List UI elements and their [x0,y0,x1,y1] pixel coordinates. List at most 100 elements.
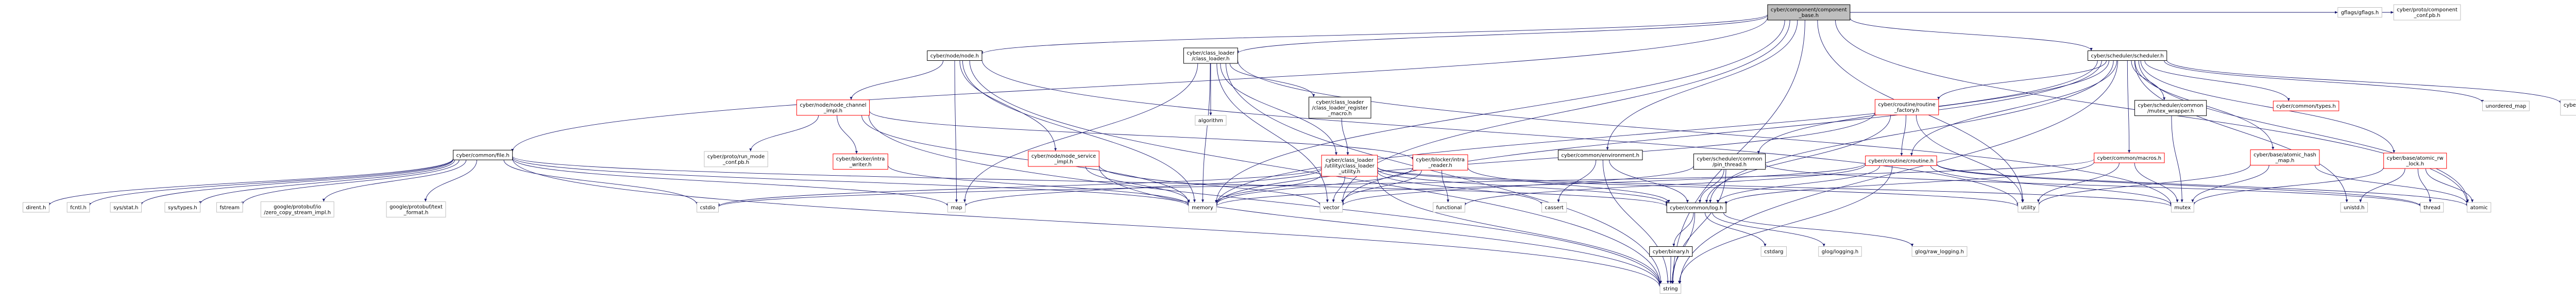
node-label-line: _reader.h [1428,163,1452,169]
edge-scheduler-to-unorderedmap [2164,60,2484,103]
node-label-line: gflags/gflags.h [2341,10,2379,16]
graph-node-fcntl: fcntl.h [66,202,90,213]
graph-node-routinefactory[interactable]: cyber/croutine/routine_factory.h [1874,99,1939,115]
edge-classloader-to-memory [1201,63,1211,203]
node-box [110,202,142,213]
edge-log-to-glograw [1723,212,1914,247]
node-box [2560,99,2576,116]
edge-node-to-utility [981,59,2020,206]
edge-nodeservice-to-vector [1098,165,1321,206]
edge-scheduler-to-memory [1215,60,2098,205]
edge-root-to-memory [1215,20,1785,203]
graph-node-atomicrw[interactable]: cyber/base/atomic_rw_lock.h [2383,153,2447,169]
graph-node-nodeservice[interactable]: cyber/node/node_service_impl.h [1028,150,1099,167]
graph-node-thread: thread [2420,202,2444,213]
node-box [1818,246,1862,257]
edge-atomicrw-to-atomic [2425,168,2474,203]
graph-node-fstream: fstream [216,202,243,213]
edge-file-to-map [512,158,949,207]
edge-file-to-fstream [241,160,460,205]
edge-scheduler-to-vector [1341,60,2102,206]
node-label-line: /utility/class_loader [1325,163,1375,169]
node-label-line: cyber/common/macros.h [2097,156,2161,161]
edge-file-to-systypes [199,160,455,205]
edge-nodechannel-to-intrawriter [837,115,858,154]
graph-node-zerocopy: google/protobuf/io/zero_copy_stream_impl… [260,201,334,217]
graph-node-environment[interactable]: cyber/common/environment.h [1557,149,1643,160]
node-label-line: cyber/component/component [1771,7,1847,13]
node-box [1028,150,1099,167]
graph-node-clutility[interactable]: cyber/class_loader/utility/class_loader_… [1321,155,1378,177]
edge-scheduler-to-types [2144,60,2290,102]
node-label-line: cyber/croutine/croutine.h [1869,159,1934,164]
edge-file-to-memory [512,157,1190,207]
edge-atomichash-to-atomic [2314,165,2469,205]
node-label-line: string [1663,287,1678,292]
graph-node-clregister[interactable]: cyber/class_loader/class_loader_register… [1309,96,1371,119]
node-box [947,202,966,213]
graph-node-atomichash[interactable]: cyber/base/atomic_hash_map.h [2250,149,2320,166]
node-label-line: unordered_map [2486,104,2527,109]
edge-intrareader-to-memory [1215,167,1413,205]
edge-node-to-map [954,60,958,203]
node-box [1557,149,1643,160]
edge-atomicrw-to-unistd [2359,168,2405,203]
node-box [796,99,870,116]
edge-clutility-to-mutex [1377,166,2173,207]
node-box [1666,203,1726,213]
node-label-line: cyber/class_loader [1187,50,1235,56]
graph-node-mutex: mutex [2171,202,2194,213]
node-box [2393,4,2461,21]
graph-node-types[interactable]: cyber/common/types.h [2273,100,2340,111]
edge-root-to-node [980,14,1768,55]
node-box [2250,149,2320,166]
edge-routinefactory-to-log [1705,114,1891,203]
edge-atomichash-to-utility [2037,164,2251,206]
node-label-line: cyber/base/atomic_hash [2253,153,2316,158]
node-box [927,50,982,61]
node-label-line: cyber/blocker/intra [836,157,885,162]
edge-file-to-string [512,158,1662,288]
edge-file-to-textformat [424,160,477,202]
graph-node-node[interactable]: cyber/node/node.h [927,50,982,61]
graph-node-gflags: gflags/gflags.h [2337,7,2382,18]
node-label-line: _writer.h [849,162,872,168]
node-box [1865,156,1937,166]
graph-node-utility: utility [2018,202,2039,213]
node-box [1412,154,1468,171]
graph-node-glog: glog/logging.h [1818,246,1862,257]
graph-node-classloader[interactable]: cyber/class_loader/class_loader.h [1183,47,1238,64]
edge-file-to-zerocopy [322,160,467,202]
edge-clutility-to-map [964,169,1322,207]
node-label-line: cyber/scheduler/common [2138,103,2203,109]
node-box [2094,153,2165,163]
graph-node-croutine[interactable]: cyber/croutine/croutine.h [1865,156,1937,166]
graph-node-pinthread[interactable]: cyber/scheduler/common/pin_thread.h [1693,154,1766,170]
graph-node-unorderedmap: unordered_map [2482,100,2530,111]
node-label-line: cyber/class_loader [1316,99,1364,105]
graph-node-nodechannel[interactable]: cyber/node/node_channel_impl.h [796,99,870,116]
node-label-line: cyber/node/node.h [930,54,979,59]
edge-environment-to-string [1602,160,1669,284]
edge-clutility-to-vector [1332,176,1345,203]
graph-node-macros[interactable]: cyber/common/macros.h [2094,153,2165,163]
node-label-line: cyber/base/atomic_rw [2387,156,2444,161]
node-label-line: cyber/common/environment.h [1561,153,1639,158]
edge-clutility-to-utility [1377,167,2020,207]
graph-node-scheduler[interactable]: cyber/scheduler/scheduler.h [2088,50,2167,61]
graph-node-mutexwrapper[interactable]: cyber/scheduler/common/mutex_wrapper.h [2134,100,2207,116]
graph-node-root[interactable]: cyber/component/component_base.h [1767,4,1851,21]
node-box [216,202,243,213]
node-label-line: cyber/blocker/intra [1416,157,1464,163]
node-label-line: _conf.pb.h [722,160,749,165]
graph-node-file[interactable]: cyber/common/file.h [453,149,513,160]
node-box [1767,4,1851,21]
node-box [453,149,513,160]
graph-node-log[interactable]: cyber/common/log.h [1666,203,1726,213]
node-label-line: cyber/binary.h [1653,249,1689,255]
edge-scheduler-to-log [1709,60,2114,203]
graph-node-intrareader[interactable]: cyber/blocker/intra_reader.h [1412,154,1468,171]
graph-node-intrawriter[interactable]: cyber/blocker/intra_writer.h [833,154,888,170]
graph-node-binary[interactable]: cyber/binary.h [1649,246,1693,257]
edge-nodechannel-to-intrareader [869,111,1414,160]
